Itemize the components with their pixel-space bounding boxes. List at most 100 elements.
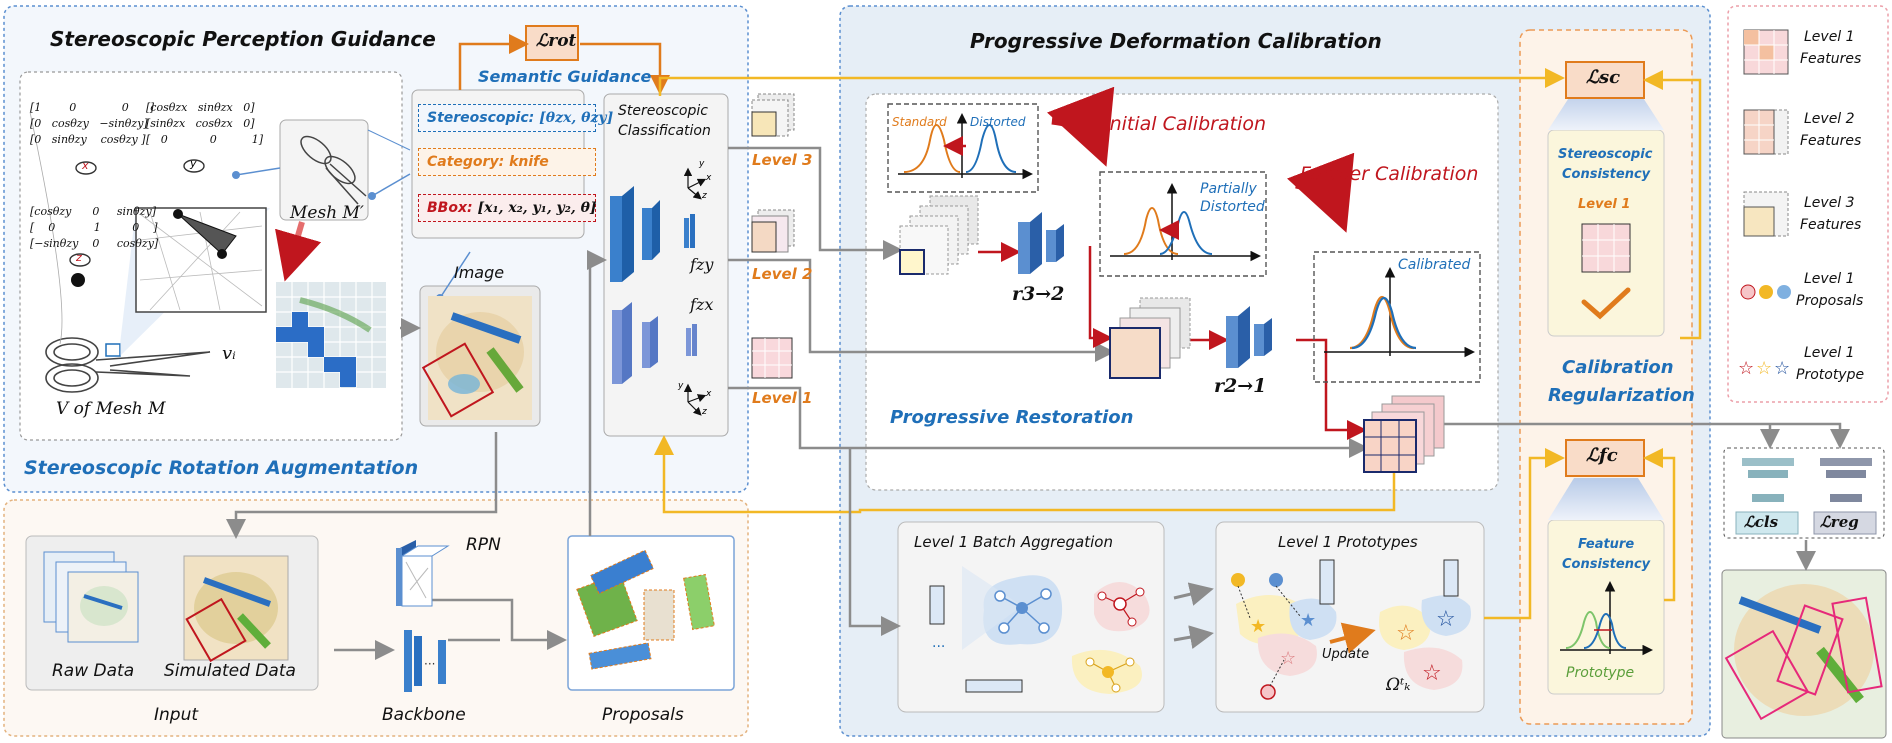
svg-text:☆: ☆	[1774, 358, 1790, 379]
svg-text:☆: ☆	[1436, 607, 1456, 632]
raw-data-images	[43, 551, 139, 643]
axis-icons	[683, 167, 707, 416]
raw-data-label: Raw Data	[52, 661, 135, 681]
backbone-block: ···	[404, 630, 446, 692]
prototype-label: Prototype	[1566, 665, 1635, 681]
stereo-tag: Stereoscopic: [θzx, θzy]	[418, 104, 613, 132]
omega-label: Ωᵗₖ	[1386, 675, 1411, 695]
proposals-label: Proposals	[602, 705, 684, 725]
loss-sc-box	[1565, 61, 1645, 99]
svg-text:☆: ☆	[1756, 358, 1772, 379]
cls-axis-y-bot: y	[678, 381, 684, 391]
svg-text:☆: ☆	[1396, 621, 1416, 646]
restore-block-21	[1226, 306, 1272, 368]
result-detections	[1724, 584, 1883, 721]
feature-consistency-2: Consistency	[1562, 557, 1651, 572]
svg-text:★: ★	[1250, 616, 1266, 637]
level3-label: Level 3	[752, 151, 813, 169]
feature-consistency-1: Feature	[1578, 537, 1635, 552]
svg-text:★: ★	[1300, 610, 1316, 631]
backbone-label: Backbone	[382, 705, 466, 725]
cls-axis-x-top: x	[706, 173, 712, 183]
calibration-reg-title-1: Calibration	[1562, 357, 1674, 378]
rotation-matrix-x: [1 0 0 ] [0 cosθzy −sinθzy] [0 sinθzy co…	[30, 101, 154, 146]
plot-standard	[887, 103, 1039, 193]
legend-l2f-1: Level 2	[1804, 111, 1855, 127]
axis-y-label: y	[190, 157, 197, 170]
xray-image	[421, 296, 532, 420]
stereo-consistency-2: Consistency	[1562, 167, 1651, 182]
rpn-label: RPN	[466, 535, 501, 555]
legend-l2f-icon	[1743, 109, 1789, 155]
loss-cls: ℒcls	[1744, 513, 1779, 531]
legend-panel	[1727, 5, 1889, 403]
cls-axis-y-top: y	[699, 159, 705, 169]
mesh-m-prime-sketch	[300, 135, 367, 205]
sc-beam	[1548, 90, 1664, 130]
category-tag: Category: knife	[418, 148, 596, 176]
image-label: Image	[454, 263, 505, 282]
cls-head	[1735, 458, 1799, 535]
classification-title-2: Classification	[618, 123, 711, 139]
simulated-data-label: Simulated Data	[164, 661, 296, 681]
legend-l3f-2: Features	[1800, 217, 1862, 233]
level1-icon	[751, 337, 793, 379]
legend-l1p-1: Level 1	[1804, 271, 1855, 287]
svg-text:···: ···	[424, 657, 435, 671]
progressive-restoration-title: Progressive Restoration	[890, 407, 1134, 428]
f-zy-label: fzy	[690, 255, 714, 274]
classification-title-1: Stereoscopic	[618, 103, 708, 119]
mesh-m-prime-label: Mesh M′	[290, 203, 364, 223]
legend-l2f-2: Features	[1800, 133, 1862, 149]
legend-l1p-2: Proposals	[1796, 293, 1864, 309]
r32-label: r3→2	[1012, 283, 1065, 305]
batch-aggregation-title: Level 1 Batch Aggregation	[914, 533, 1113, 551]
r21-label: r2→1	[1214, 375, 1267, 397]
legend-l3f-icon	[1743, 191, 1789, 237]
bbox-tag: BBox: [x₁, x₂, y₁, y₂, θ]	[418, 194, 597, 222]
cls-axis-z-bot: z	[702, 407, 707, 417]
svg-text:☆: ☆	[1738, 358, 1754, 379]
vi-label: vᵢ	[222, 343, 236, 364]
batch-aggregation-graph	[929, 566, 1150, 694]
check-icon	[1581, 287, 1631, 320]
rotation-matrix-z: [cosθzx sinθzx 0] [sinθzx cosθzx 0] [ 0 …	[146, 101, 263, 146]
legend-proposals-icon	[1740, 284, 1791, 300]
level1-label: Level 1	[752, 389, 813, 407]
plot-calibrated	[1313, 251, 1481, 383]
calibrated-label: Calibrated	[1398, 257, 1471, 273]
legend-l1f-icon	[1743, 29, 1789, 75]
feature-stack-l1	[1363, 395, 1445, 473]
batch-dots: ···	[932, 639, 946, 655]
input-label: Input	[154, 705, 199, 725]
fc-beam	[1548, 478, 1664, 520]
further-calibration-label: Further Calibration	[1300, 163, 1479, 185]
axis-z-label: z	[76, 251, 82, 264]
cls-axis-x-bot: x	[706, 389, 712, 399]
level2-icon	[751, 209, 795, 253]
cls-axis-z-top: z	[702, 191, 707, 201]
level2-label: Level 2	[752, 265, 813, 283]
standard-label: Standard	[892, 115, 947, 129]
feature-stack-l2	[1109, 297, 1191, 379]
heatmap-grid	[276, 282, 386, 388]
v-of-mesh-label: V of Mesh M	[56, 399, 166, 419]
restore-block-32	[1018, 212, 1064, 274]
consistency-grid	[1581, 223, 1631, 273]
loss-rot-box	[525, 25, 579, 61]
feature-consistency-plot	[1560, 581, 1653, 656]
initial-calibration-label: Initial Calibration	[1104, 113, 1266, 135]
axis-x-label: x	[82, 159, 89, 172]
rotation-icons	[69, 159, 205, 267]
perception-title: Stereoscopic Perception Guidance	[50, 27, 436, 51]
prototypes-title: Level 1 Prototypes	[1278, 533, 1418, 551]
loss-reg: ℒreg	[1820, 513, 1859, 531]
svg-text:☆: ☆	[1422, 661, 1442, 686]
plot-partial	[1099, 171, 1267, 277]
legend-l1pr-1: Level 1	[1804, 345, 1855, 361]
semantic-guidance-title: Semantic Guidance	[478, 67, 652, 86]
legend-l3f-1: Level 3	[1804, 195, 1855, 211]
partially-label-2: Distorted	[1200, 199, 1265, 215]
